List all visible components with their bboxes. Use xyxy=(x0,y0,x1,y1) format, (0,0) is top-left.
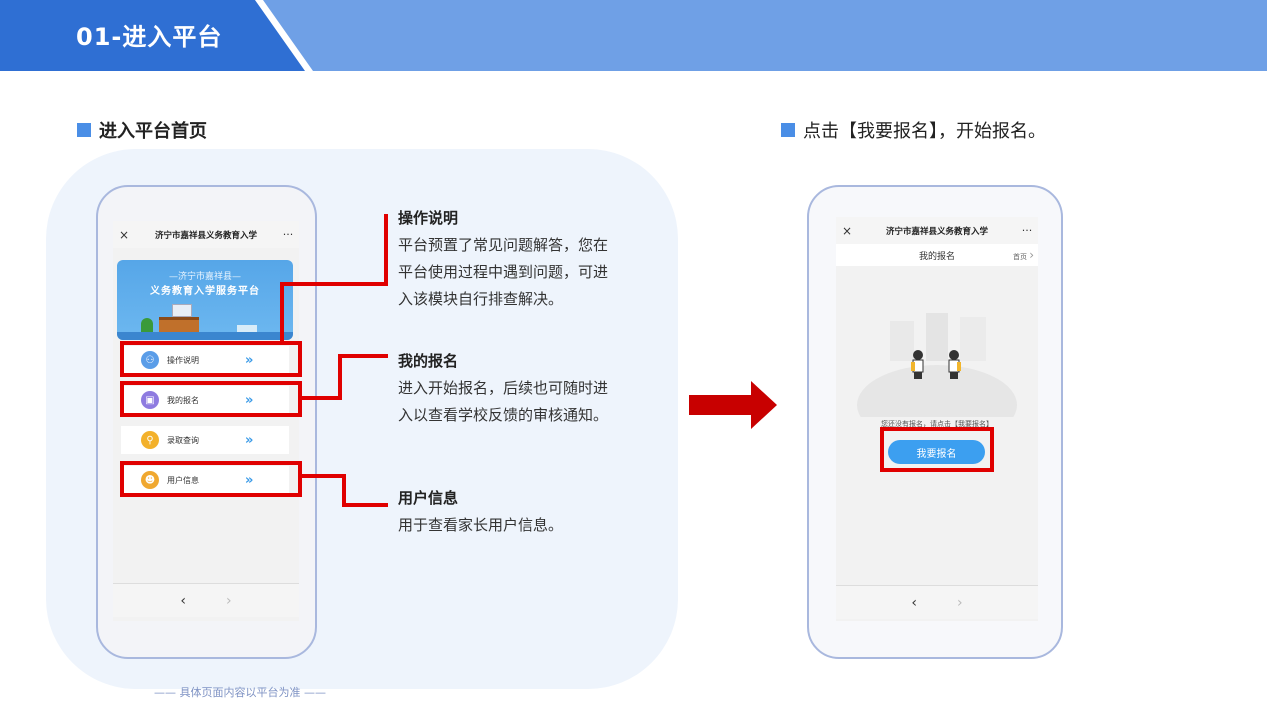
header-banner-accent xyxy=(0,0,312,71)
forward-icon[interactable]: › xyxy=(957,594,963,611)
phone-topbar: × 济宁市嘉祥县义务教育入学 ··· xyxy=(113,221,299,248)
floor-illustration xyxy=(117,332,293,340)
callout-line: 平台使用过程中遇到问题，可进 xyxy=(398,263,609,281)
sofa-illustration xyxy=(237,325,257,334)
menu-item-my-registration[interactable]: ▣ 我的报名 » xyxy=(121,386,289,414)
empty-state-tip: 您还没有报名，请点击【我要报名】 xyxy=(881,420,993,428)
menu-item-user-info[interactable]: ☻ 用户信息 » xyxy=(121,466,289,494)
hero-line1: —济宁市嘉祥县— xyxy=(168,272,241,282)
home-link-label: 首页 xyxy=(1012,253,1027,261)
phone-screen-left: × 济宁市嘉祥县义务教育入学 ··· —济宁市嘉祥县— 义务教育入学服务平台 ⚇… xyxy=(113,221,299,621)
highlight-register-button xyxy=(880,427,994,472)
phone-frame-right: × 济宁市嘉祥县义务教育入学 ··· 我的报名 首页 › xyxy=(807,185,1063,659)
hero-banner: —济宁市嘉祥县— 义务教育入学服务平台 xyxy=(117,260,293,340)
callout-line: 进入开始报名，后续也可随时进 xyxy=(398,379,609,397)
connector-line xyxy=(300,474,346,478)
callout-title: 用户信息 xyxy=(398,489,459,507)
callout-line: 平台预置了常见问题解答，您在 xyxy=(398,236,609,254)
callout-line: 入该模块自行排查解决。 xyxy=(398,290,564,308)
empty-state-illustration xyxy=(857,313,1017,417)
right-section-heading: 点击【我要报名】，开始报名。 xyxy=(781,117,1046,143)
more-icon[interactable]: ··· xyxy=(282,228,294,241)
phone-title: 济宁市嘉祥县义务教育入学 xyxy=(885,226,988,237)
phone-topbar: × 济宁市嘉祥县义务教育入学 ··· xyxy=(836,217,1038,244)
callout-title: 我的报名 xyxy=(398,352,459,370)
menu-item-label: 我的报名 xyxy=(167,395,199,405)
callout-line: 用于查看家长用户信息。 xyxy=(398,516,564,534)
connector-line xyxy=(338,354,388,358)
chevron-right-icon: » xyxy=(245,352,254,368)
monitor-illustration xyxy=(172,304,192,317)
square-bullet-icon xyxy=(77,123,91,137)
menu-item-label: 操作说明 xyxy=(167,355,199,365)
chevron-right-icon: » xyxy=(245,432,254,448)
phone-title: 济宁市嘉祥县义务教育入学 xyxy=(154,230,257,241)
close-icon[interactable]: × xyxy=(841,223,853,238)
callout-line: 入以查看学校反馈的审核通知。 xyxy=(398,406,609,424)
hero-line2: 义务教育入学服务平台 xyxy=(150,286,260,297)
square-bullet-icon xyxy=(781,123,795,137)
menu-item-admission-query[interactable]: ⚲ 录取查询 » xyxy=(121,426,289,454)
callout-my-registration: 我的报名 进入开始报名，后续也可随时进 入以查看学校反馈的审核通知。 xyxy=(398,348,608,429)
menu-item-label: 录取查询 xyxy=(167,435,199,445)
left-section-heading: 进入平台首页 xyxy=(77,117,207,143)
close-icon[interactable]: × xyxy=(118,227,130,242)
callout-operation-guide: 操作说明 平台预置了常见问题解答，您在 平台使用过程中遇到问题，可进 入该模块自… xyxy=(398,205,608,313)
page-subtitle: 我的报名 xyxy=(918,251,955,262)
phone-frame-left: × 济宁市嘉祥县义务教育入学 ··· —济宁市嘉祥县— 义务教育入学服务平台 ⚇… xyxy=(96,185,317,659)
register-button[interactable]: 我要报名 xyxy=(888,440,985,464)
home-link[interactable]: 首页 › xyxy=(1013,248,1034,262)
right-section-heading-text: 点击【我要报名】，开始报名。 xyxy=(803,121,1046,142)
highlight-my-registration xyxy=(120,381,302,417)
browser-nav-bar: ‹ › xyxy=(113,583,299,617)
menu-item-operation-guide[interactable]: ⚇ 操作说明 » xyxy=(121,346,289,374)
back-icon[interactable]: ‹ xyxy=(180,592,186,609)
highlight-operation-guide xyxy=(120,341,302,377)
highlight-user-info xyxy=(120,461,302,497)
callout-title: 操作说明 xyxy=(398,209,459,227)
page-title: 01-进入平台 xyxy=(76,23,223,51)
backpack-icon: ▣ xyxy=(141,391,159,409)
browser-nav-bar: ‹ › xyxy=(836,585,1038,619)
search-icon: ⚲ xyxy=(141,431,159,449)
people-icon: ⚇ xyxy=(141,351,159,369)
chevron-right-icon: » xyxy=(245,392,254,408)
callout-user-info: 用户信息 用于查看家长用户信息。 xyxy=(398,485,563,539)
connector-line xyxy=(384,214,388,286)
connector-line xyxy=(338,354,342,400)
connector-line xyxy=(280,282,388,286)
chevron-right-icon: › xyxy=(1029,248,1034,262)
connector-line xyxy=(300,396,342,400)
arrow-right-icon xyxy=(689,381,777,429)
menu-item-label: 用户信息 xyxy=(167,475,199,485)
connector-line xyxy=(280,282,284,344)
phone-screen-right: × 济宁市嘉祥县义务教育入学 ··· 我的报名 首页 › xyxy=(836,217,1038,621)
forward-icon[interactable]: › xyxy=(226,592,232,609)
more-icon[interactable]: ··· xyxy=(1021,224,1033,237)
back-icon[interactable]: ‹ xyxy=(911,594,917,611)
footnote: —— 具体页面内容以平台为准 —— xyxy=(154,686,326,699)
user-icon: ☻ xyxy=(141,471,159,489)
page-subtitle-bar: 我的报名 首页 › xyxy=(836,244,1038,266)
chevron-right-icon: » xyxy=(245,472,254,488)
connector-line xyxy=(342,474,346,507)
connector-line xyxy=(342,503,388,507)
left-section-heading-text: 进入平台首页 xyxy=(99,121,207,142)
